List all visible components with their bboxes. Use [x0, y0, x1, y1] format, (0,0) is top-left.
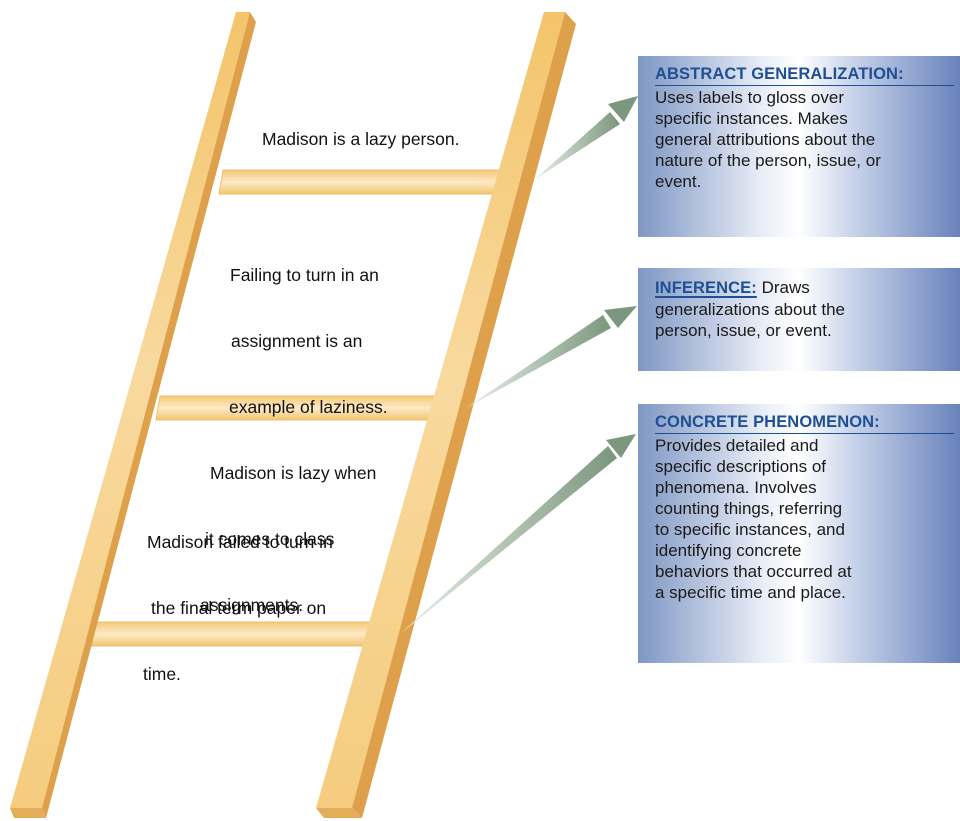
box-line: identifying concrete — [655, 541, 802, 560]
rung-bottom-line: the final term paper on — [151, 598, 327, 618]
rung-top-text: Madison is a lazy person. — [262, 84, 459, 172]
box-line: to specific instances, and — [655, 520, 845, 539]
box-line: Uses labels to gloss over — [655, 88, 844, 107]
right-rail — [316, 12, 565, 808]
arrow-middle-head — [604, 306, 637, 328]
box-line: event. — [655, 172, 702, 191]
arrow-bottom-shaft — [400, 446, 617, 634]
box-line: generalizations about the — [655, 300, 845, 319]
rung-middle-line: Madison is lazy when — [210, 463, 377, 483]
rung-middle-line: example of laziness. — [229, 397, 388, 417]
inference-box: INFERENCE: Draws generalizations about t… — [638, 268, 960, 371]
rung-bottom-line: Madison failed to turn in — [147, 532, 333, 552]
right-rail-bottom — [316, 808, 362, 818]
ladder-rungs — [90, 169, 509, 647]
rung-top-line: Madison is a lazy person. — [262, 129, 460, 149]
rung-middle-text: Failing to turn in an assignment is an e… — [200, 220, 440, 638]
inference-first-line: INFERENCE: Draws — [655, 277, 954, 299]
abstract-generalization-title: ABSTRACT GENERALIZATION: — [655, 65, 954, 86]
box-line: specific descriptions of — [655, 457, 827, 476]
box-line: a specific time and place. — [655, 583, 846, 602]
abstract-generalization-box: ABSTRACT GENERALIZATION: Uses labels to … — [638, 56, 960, 237]
left-rail — [10, 12, 250, 808]
rung-bottom-text: Madison failed to turn in the final term… — [143, 487, 333, 707]
arrow-top-shaft — [534, 112, 620, 180]
box-line: person, issue, or event. — [655, 321, 832, 340]
arrow-bottom-head — [606, 434, 636, 458]
box-line: Provides detailed and — [655, 436, 819, 455]
box-line: nature of the person, issue, or — [655, 151, 881, 170]
rung-middle-line: assignment is an — [231, 331, 363, 351]
inference-title: INFERENCE: — [655, 279, 757, 297]
rung-middle-line: it comes to class — [205, 529, 335, 549]
box-line: behaviors that occurred at — [655, 562, 852, 581]
box-line: phenomena. Involves — [655, 478, 817, 497]
arrows — [400, 96, 638, 634]
concrete-phenomenon-box: CONCRETE PHENOMENON: Provides detailed a… — [638, 404, 960, 663]
inference-body: INFERENCE: Draws generalizations about t… — [655, 277, 954, 341]
abstract-generalization-body: Uses labels to gloss over specific insta… — [655, 87, 954, 192]
box-line: specific instances. Makes — [655, 109, 848, 128]
rung-middle-line: Failing to turn in an — [230, 265, 379, 285]
left-rail-side — [42, 12, 256, 818]
arrow-middle-shaft — [466, 315, 611, 408]
rung-middle-line: assignments. — [200, 595, 304, 615]
ladder-rails — [10, 12, 576, 818]
box-line: general attributions about the — [655, 130, 876, 149]
concrete-phenomenon-body: Provides detailed and specific descripti… — [655, 435, 954, 603]
concrete-phenomenon-title: CONCRETE PHENOMENON: — [655, 413, 954, 434]
inference-first-line-rest: Draws — [756, 278, 810, 297]
arrow-top-head — [608, 96, 638, 122]
rung-top — [218, 169, 509, 195]
right-rail-side — [352, 12, 576, 818]
rung-bottom-line: time. — [143, 664, 181, 684]
box-line: counting things, referring — [655, 499, 843, 518]
left-rail-bottom — [10, 808, 46, 818]
